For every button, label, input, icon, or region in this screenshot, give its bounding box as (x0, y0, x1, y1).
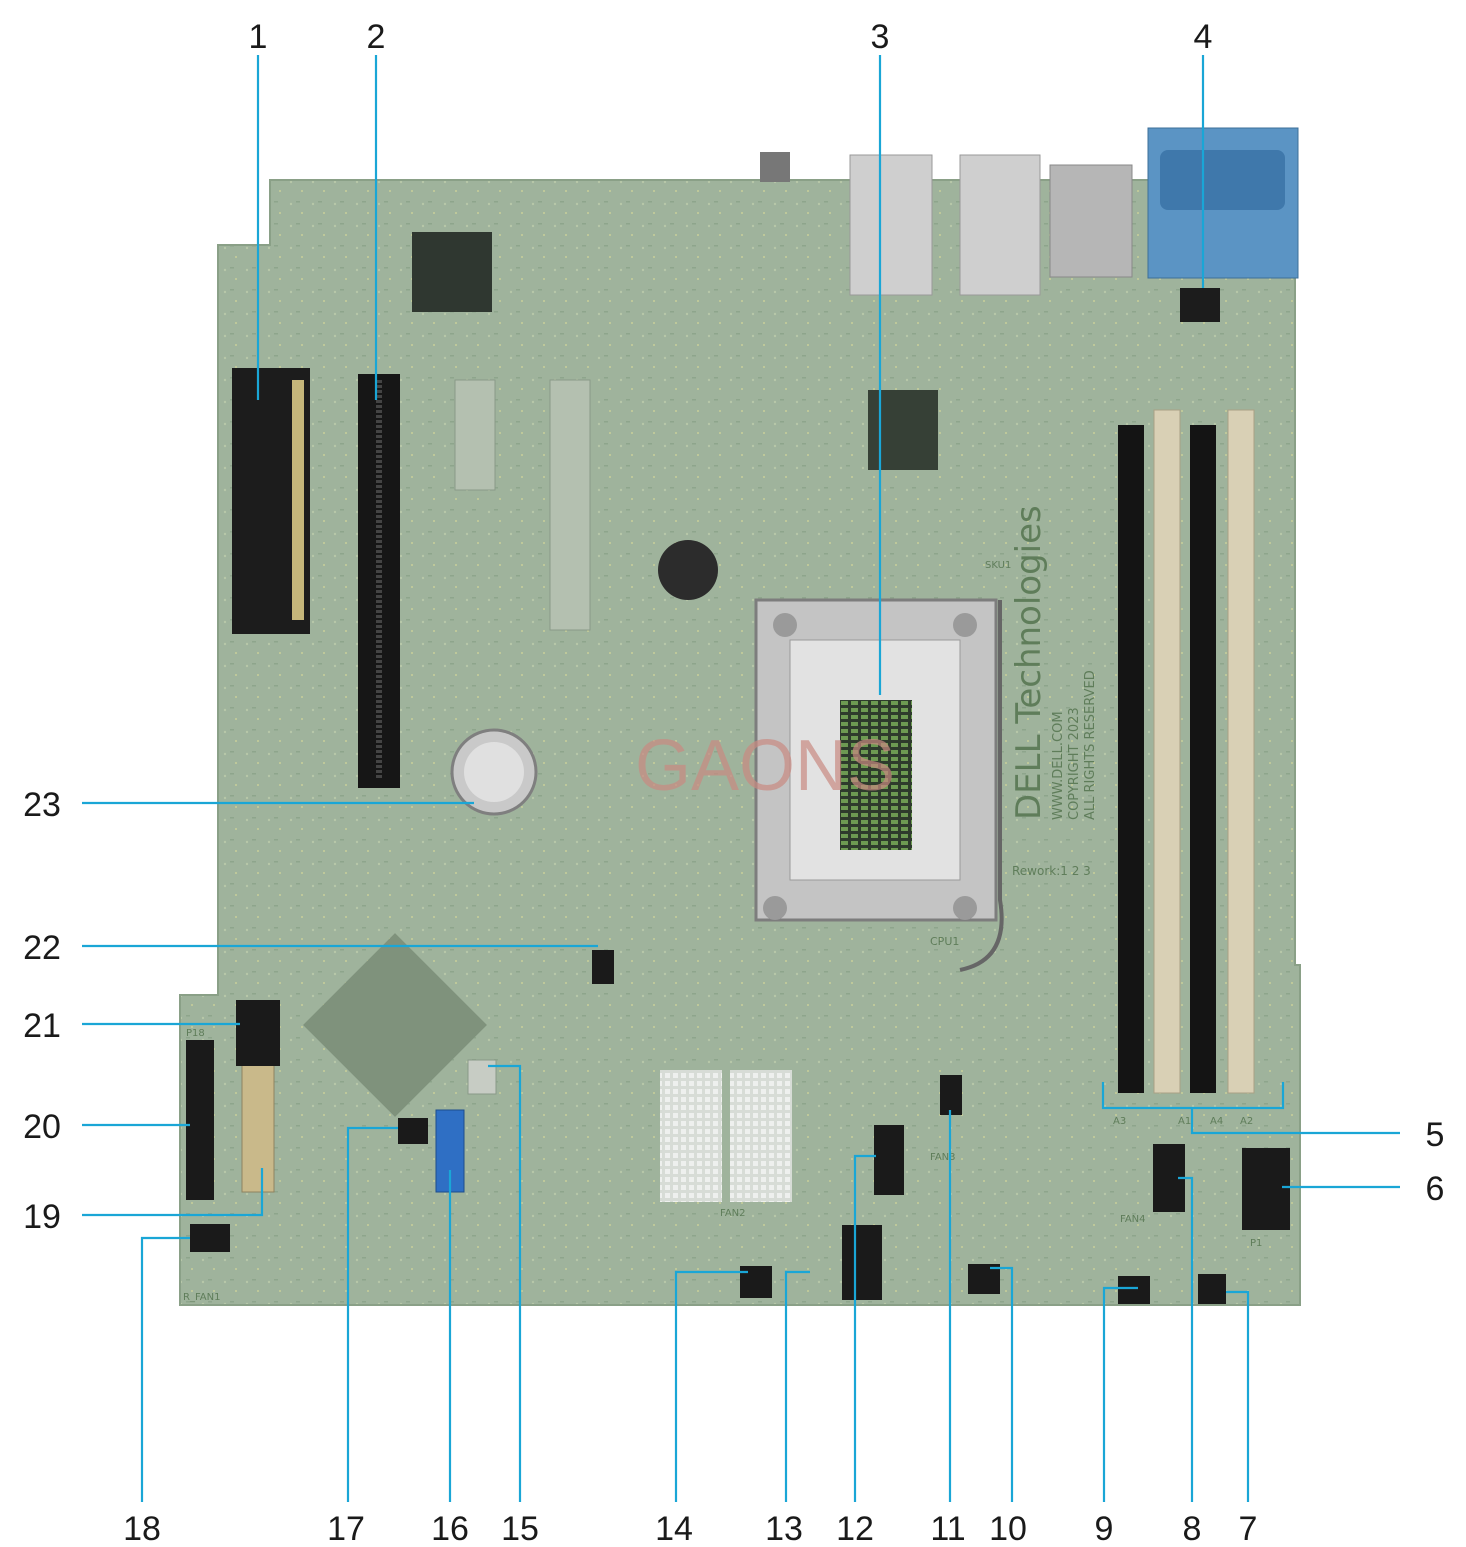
jumper-22 (592, 950, 614, 984)
dimm-label-a4: A4 (1210, 1116, 1223, 1127)
callout-7: 7 (1239, 1510, 1258, 1547)
callout-16: 16 (431, 1510, 469, 1547)
rear-io-ports (760, 127, 1299, 296)
dimm-slots: A3 A1 A4 A2 (1113, 409, 1255, 1127)
m2-slot (232, 368, 310, 634)
callout-13: 13 (765, 1510, 803, 1547)
fan-label-4: FAN4 (1120, 1214, 1146, 1225)
callout-23: 23 (23, 786, 61, 824)
connector-19 (241, 1059, 275, 1193)
callout-3: 3 (871, 18, 890, 56)
coin-battery (450, 728, 538, 816)
pch-heatsink (660, 1070, 792, 1202)
connector-7 (1198, 1274, 1226, 1304)
callout-20: 20 (23, 1108, 61, 1146)
callout-17: 17 (327, 1510, 365, 1547)
dimm-label-a1: A1 (1178, 1116, 1191, 1127)
callout-9: 9 (1095, 1510, 1114, 1547)
main-power-connector: P1 (1242, 1148, 1290, 1249)
dimm-slot-a1 (1153, 409, 1181, 1094)
buzzer (658, 540, 718, 600)
lattice-chip (412, 232, 492, 312)
callout-8: 8 (1183, 1510, 1202, 1547)
callout-22: 22 (23, 929, 61, 967)
pcie-slot (358, 374, 400, 788)
leader-lines (82, 55, 1400, 1502)
usb-port-stack (1049, 164, 1133, 278)
front-panel-header-20 (186, 1040, 214, 1200)
dimm-label-a3: A3 (1113, 1116, 1126, 1127)
header-11 (940, 1075, 962, 1115)
fan-connector-9 (1118, 1276, 1150, 1304)
copyright-text: COPYRIGHT 2023 (1067, 707, 1082, 820)
fan-label-1: R_FAN1 (183, 1292, 220, 1303)
callout-11: 11 (930, 1510, 965, 1547)
chip (868, 390, 938, 470)
rework-text: Rework:1 2 3 (1012, 864, 1091, 878)
rj45-port-1 (849, 154, 933, 296)
cpu-socket (754, 598, 1004, 972)
dimm-slot-a3 (1118, 425, 1144, 1093)
fan-connector-14 (740, 1266, 772, 1298)
callout-2: 2 (367, 18, 386, 56)
callout-5: 5 (1426, 1116, 1445, 1154)
power-connector-21 (236, 1000, 280, 1066)
watermark-text: GAONS (635, 726, 895, 806)
sku-text: SKU1 (985, 560, 1011, 571)
callout-numbers: 1 2 3 4 5 6 7 8 9 10 11 12 13 14 15 16 1… (23, 18, 1444, 1547)
cpu-power-connector (1180, 288, 1220, 322)
antenna-connector (760, 152, 790, 182)
chips (303, 232, 938, 1117)
callout-18: 18 (123, 1510, 161, 1547)
pch-chip (303, 933, 487, 1117)
callout-4: 4 (1194, 18, 1213, 56)
callout-19: 19 (23, 1198, 61, 1236)
callout-21: 21 (23, 1007, 61, 1045)
connector-17 (398, 1118, 428, 1144)
callout-6: 6 (1426, 1170, 1445, 1208)
dimm-slot-a2 (1227, 409, 1255, 1094)
connector-label-p1: P1 (1250, 1238, 1262, 1249)
dimm-label-a2: A2 (1240, 1116, 1253, 1127)
unpopulated-slots (454, 379, 591, 631)
board-silkscreen: DELL Technologies WWW.DELL.COM COPYRIGHT… (1009, 505, 1098, 820)
website-text: WWW.DELL.COM (1051, 711, 1066, 820)
callout-10: 10 (989, 1510, 1027, 1547)
dimm-slot-a4 (1190, 425, 1216, 1093)
fan-label-3: FAN3 (930, 1152, 956, 1163)
callout-14: 14 (655, 1510, 693, 1547)
rj45-port-2 (959, 154, 1041, 296)
callout-12: 12 (836, 1510, 874, 1547)
sata-connector-13 (842, 1225, 882, 1300)
fan-connector-18 (190, 1224, 230, 1252)
brand-text: DELL Technologies (1009, 505, 1049, 820)
rights-text: ALL RIGHTS RESERVED (1083, 670, 1098, 820)
cpu-label: CPU1 (930, 935, 959, 948)
connector-label-p18: P18 (186, 1028, 205, 1039)
callout-15: 15 (501, 1510, 539, 1547)
usb-header-12 (874, 1125, 904, 1195)
fan-label-2: FAN2 (720, 1208, 746, 1219)
callout-1: 1 (249, 18, 268, 56)
